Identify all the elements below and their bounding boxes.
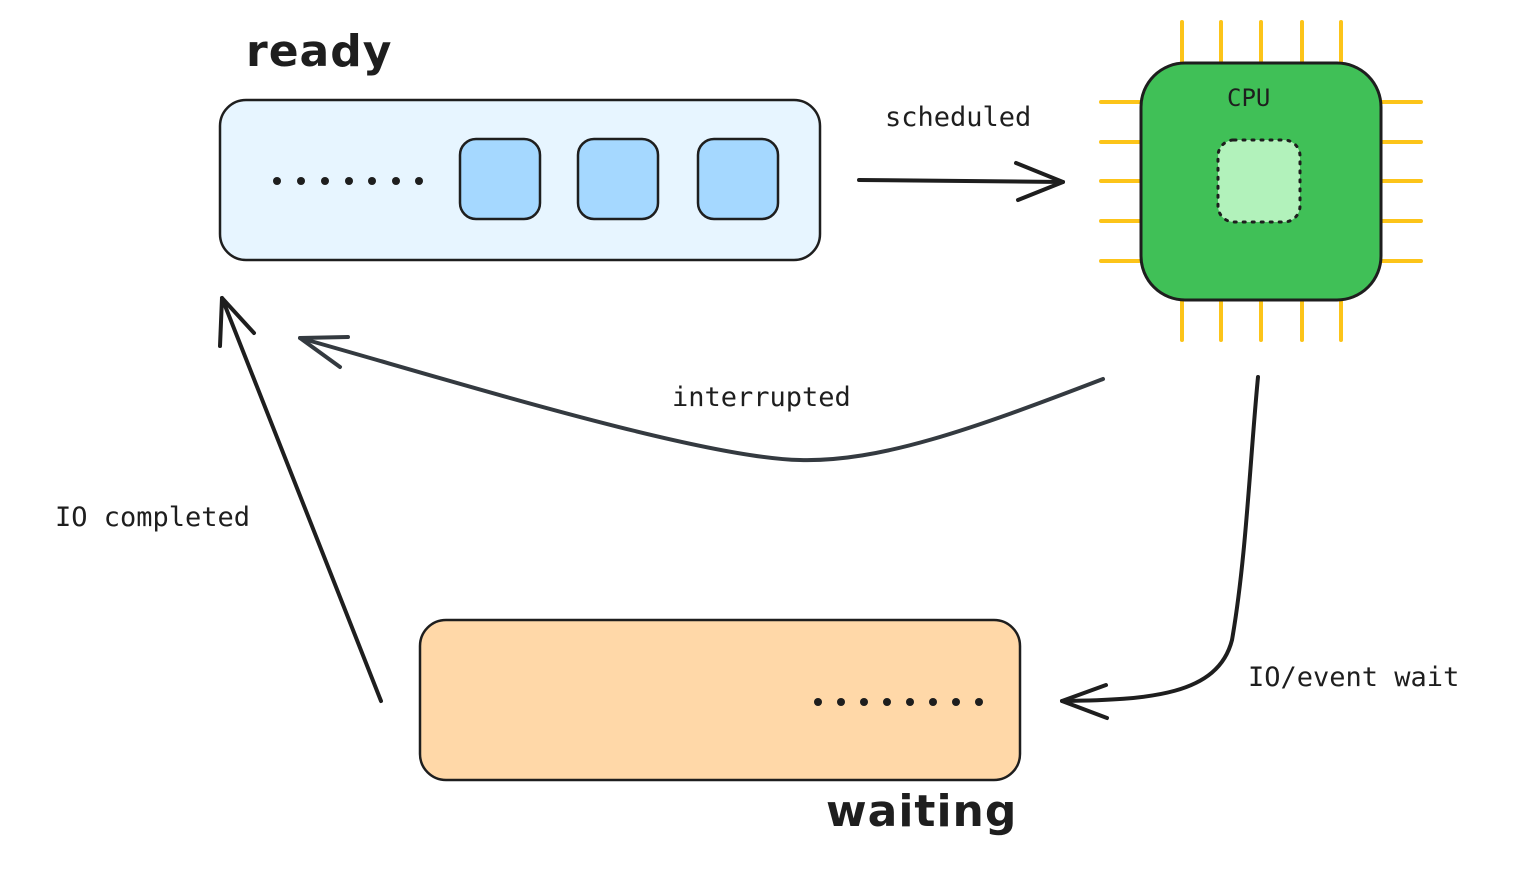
ready-queue-dots (273, 177, 423, 185)
scheduled-label: scheduled (885, 102, 1032, 133)
cpu-chip-icon (1099, 20, 1423, 342)
io-completed-label: IO completed (55, 502, 251, 533)
ready-queue (218, 98, 822, 262)
arrow-interrupted (298, 335, 1105, 463)
waiting-queue (418, 618, 1022, 782)
arrow-scheduled (857, 161, 1065, 202)
waiting-queue-box (418, 618, 1022, 782)
cpu-label: CPU (1227, 84, 1271, 112)
cpu-core (1216, 138, 1302, 224)
arrow-io-completed (218, 296, 383, 703)
ready-title: ready (246, 26, 393, 77)
arrow-io-event-wait (1060, 375, 1260, 720)
ready-process-slot (576, 137, 660, 221)
waiting-title: waiting (826, 786, 1018, 837)
interrupted-label: interrupted (672, 382, 851, 413)
waiting-queue-dots (814, 698, 983, 706)
ready-process-slot (696, 137, 780, 221)
io-event-wait-label: IO/event wait (1248, 662, 1460, 693)
ready-process-slot (458, 137, 542, 221)
cpu-pins (1099, 20, 1423, 342)
